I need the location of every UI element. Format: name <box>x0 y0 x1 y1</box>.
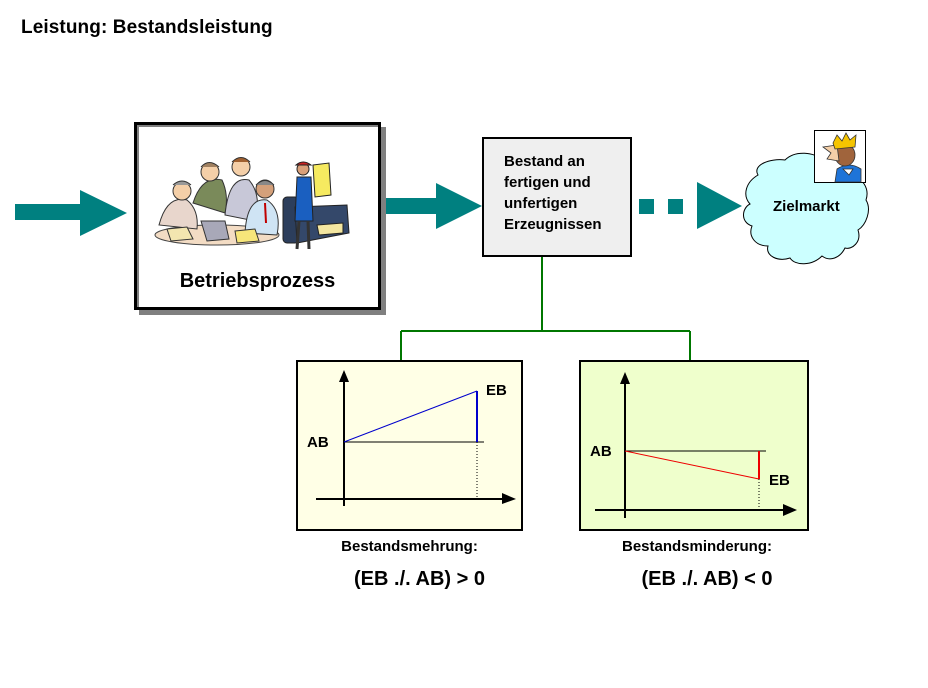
y-axis-arrowhead <box>620 372 630 384</box>
process-label: Betriebsprozess <box>179 270 336 292</box>
graph-box-increase: AB EB <box>296 360 523 531</box>
input-arrow <box>15 190 127 236</box>
caption-increase: Bestandsmehrung: <box>341 538 478 555</box>
label-eb: EB <box>486 382 507 399</box>
stock-text-line: Erzeugnissen <box>504 216 602 233</box>
team-meeting-icon <box>154 157 280 246</box>
y-axis-arrowhead <box>339 370 349 382</box>
label-ab: AB <box>307 434 329 451</box>
worker-machine-icon <box>282 161 350 250</box>
stock-text-line: unfertigen <box>504 195 578 212</box>
stock-to-market-arrowhead <box>697 182 742 229</box>
process-box <box>134 122 381 310</box>
page-title: Leistung: Bestandsleistung <box>21 17 273 38</box>
label-eb: EB <box>769 472 790 489</box>
caption-decrease: Bestandsminderung: <box>621 538 772 555</box>
graph-increase <box>316 370 516 506</box>
graph-decrease <box>595 372 797 518</box>
trend-line-decrease <box>624 450 760 480</box>
connector-tree <box>400 255 691 360</box>
trend-line-increase <box>343 390 478 443</box>
market-label: Zielmarkt <box>773 198 840 215</box>
graph-box-decrease: AB EB <box>579 360 809 531</box>
stock-text: Bestand an fertigen und unfertigen Erzeu… <box>504 151 602 235</box>
dotted-arrow-segment-2 <box>668 199 683 214</box>
x-axis-arrowhead <box>783 504 797 516</box>
stock-text-line: Bestand an <box>504 153 585 170</box>
x-axis-arrowhead <box>502 493 516 504</box>
formula-decrease: (EB ./. AB) < 0 <box>641 568 773 590</box>
stock-box: Bestand an fertigen und unfertigen Erzeu… <box>482 137 632 257</box>
dotted-arrow-segment-1 <box>639 199 654 214</box>
label-ab: AB <box>590 443 612 460</box>
process-to-stock-arrow <box>383 183 482 229</box>
king-customer-icon <box>814 130 866 183</box>
stock-text-line: fertigen und <box>504 174 591 191</box>
formula-increase: (EB ./. AB) > 0 <box>354 568 485 590</box>
